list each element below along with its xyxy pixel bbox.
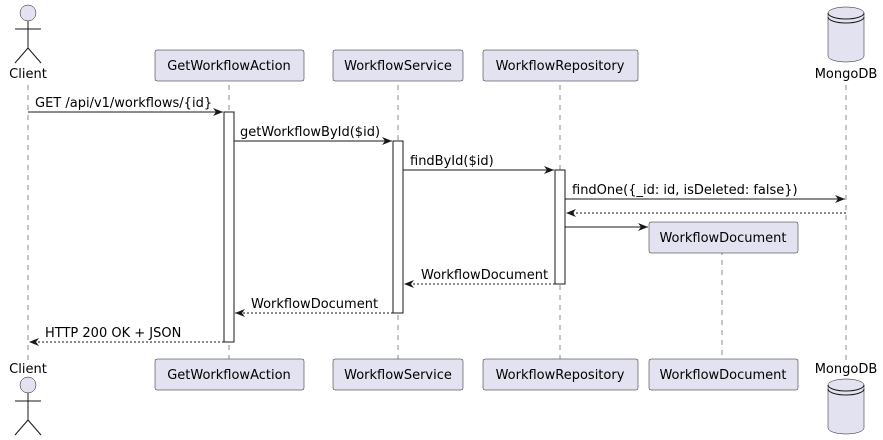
actor-body: [14, 393, 42, 436]
message-label: HTTP 200 OK + JSON: [45, 326, 181, 341]
participant-box: [482, 358, 639, 391]
message-label: WorkflowDocument: [251, 297, 378, 312]
participant-box: [332, 49, 464, 82]
document-box-bottom: WorkflowDocument: [648, 358, 799, 391]
participant-box: [154, 49, 305, 82]
message-label: findById($id): [410, 154, 494, 169]
participant-label: MongoDB: [815, 362, 878, 377]
action-activation: [223, 111, 235, 343]
participant-box: [154, 358, 305, 391]
participant-box: [648, 358, 799, 391]
participant-label: WorkflowRepository: [496, 368, 625, 383]
message-label: GET /api/v1/workflows/{id}: [35, 96, 212, 111]
participant-box: [648, 221, 799, 254]
document-box-created: WorkflowDocument: [648, 221, 799, 254]
action-box-bottom: GetWorkflowAction: [154, 358, 305, 391]
message-label: WorkflowDocument: [421, 268, 548, 283]
participant-label: WorkflowService: [344, 368, 452, 383]
message-label: getWorkflowById($id): [240, 125, 380, 140]
participant-label: WorkflowRepository: [496, 59, 625, 74]
participant-label: Client: [9, 67, 47, 82]
service-activation: [392, 140, 404, 314]
database-rim: [827, 384, 865, 396]
participant-label: MongoDB: [815, 67, 878, 82]
participant-label: WorkflowService: [344, 59, 452, 74]
client-actor-bottom: Client: [9, 362, 47, 436]
participant-label: GetWorkflowAction: [167, 368, 291, 383]
service-box-top: WorkflowService: [332, 49, 464, 82]
actor-body: [14, 21, 42, 64]
message-label: findOne({_id: id, isDeleted: false}): [572, 183, 798, 198]
participant-label: GetWorkflowAction: [167, 59, 291, 74]
action-box-top: GetWorkflowAction: [154, 49, 305, 82]
client-actor-top: Client: [9, 4, 47, 82]
participant-box: [332, 358, 464, 391]
participant-label: WorkflowDocument: [659, 368, 786, 383]
actor-icon: [19, 376, 37, 394]
mongodb-database-top: MongoDB: [815, 6, 878, 82]
database-rim: [827, 12, 865, 24]
repository-activation: [554, 169, 566, 285]
database-icon: [827, 6, 865, 63]
participant-label: WorkflowDocument: [659, 231, 786, 246]
database-icon: [827, 378, 865, 435]
service-box-bottom: WorkflowService: [332, 358, 464, 391]
actor-icon: [19, 4, 37, 22]
mongodb-database-bottom: MongoDB: [815, 362, 878, 435]
repository-box-top: WorkflowRepository: [482, 49, 639, 82]
participant-box: [482, 49, 639, 82]
participant-label: Client: [9, 362, 47, 377]
repository-box-bottom: WorkflowRepository: [482, 358, 639, 391]
